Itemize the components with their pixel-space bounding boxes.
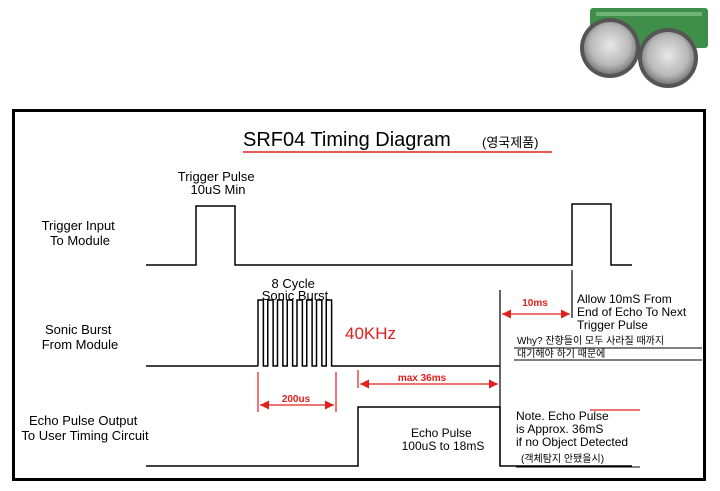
diagram-title: SRF04 Timing Diagram: [243, 129, 451, 151]
dimension-10ms: [502, 270, 572, 318]
sonic-burst-label: Sonic Burst From Module: [42, 322, 119, 352]
no-object-note: Note. Echo Pulse is Approx. 36mS if no O…: [516, 409, 628, 449]
frequency-label: 40KHz: [345, 324, 396, 343]
dimension-200us: [258, 372, 336, 412]
trigger-pulse-label: Trigger Pulse 10uS Min: [178, 169, 258, 197]
dim-10ms-label: 10ms: [522, 298, 548, 309]
echo-pulse-label: Echo Pulse 100uS to 18mS: [402, 426, 485, 453]
allow-10ms-note: Allow 10mS From End of Echo To Next Trig…: [577, 292, 690, 332]
sensor-module-image: [580, 8, 708, 88]
dim-max36ms-label: max 36ms: [398, 373, 447, 384]
no-object-korean-note: (객체탐지 안됐을시): [521, 453, 604, 465]
burst-label: 8 Cycle Sonic Burst: [262, 276, 329, 303]
sonic-burst-waveform: [146, 300, 500, 366]
trigger-input-label: Trigger Input To Module: [42, 218, 119, 248]
dim-200us-label: 200us: [282, 394, 311, 405]
echo-pulse-output-label: Echo Pulse Output To User Timing Circuit: [21, 413, 149, 443]
diagram-title-note: (영국제품): [482, 135, 539, 150]
trigger-waveform: [146, 204, 632, 265]
